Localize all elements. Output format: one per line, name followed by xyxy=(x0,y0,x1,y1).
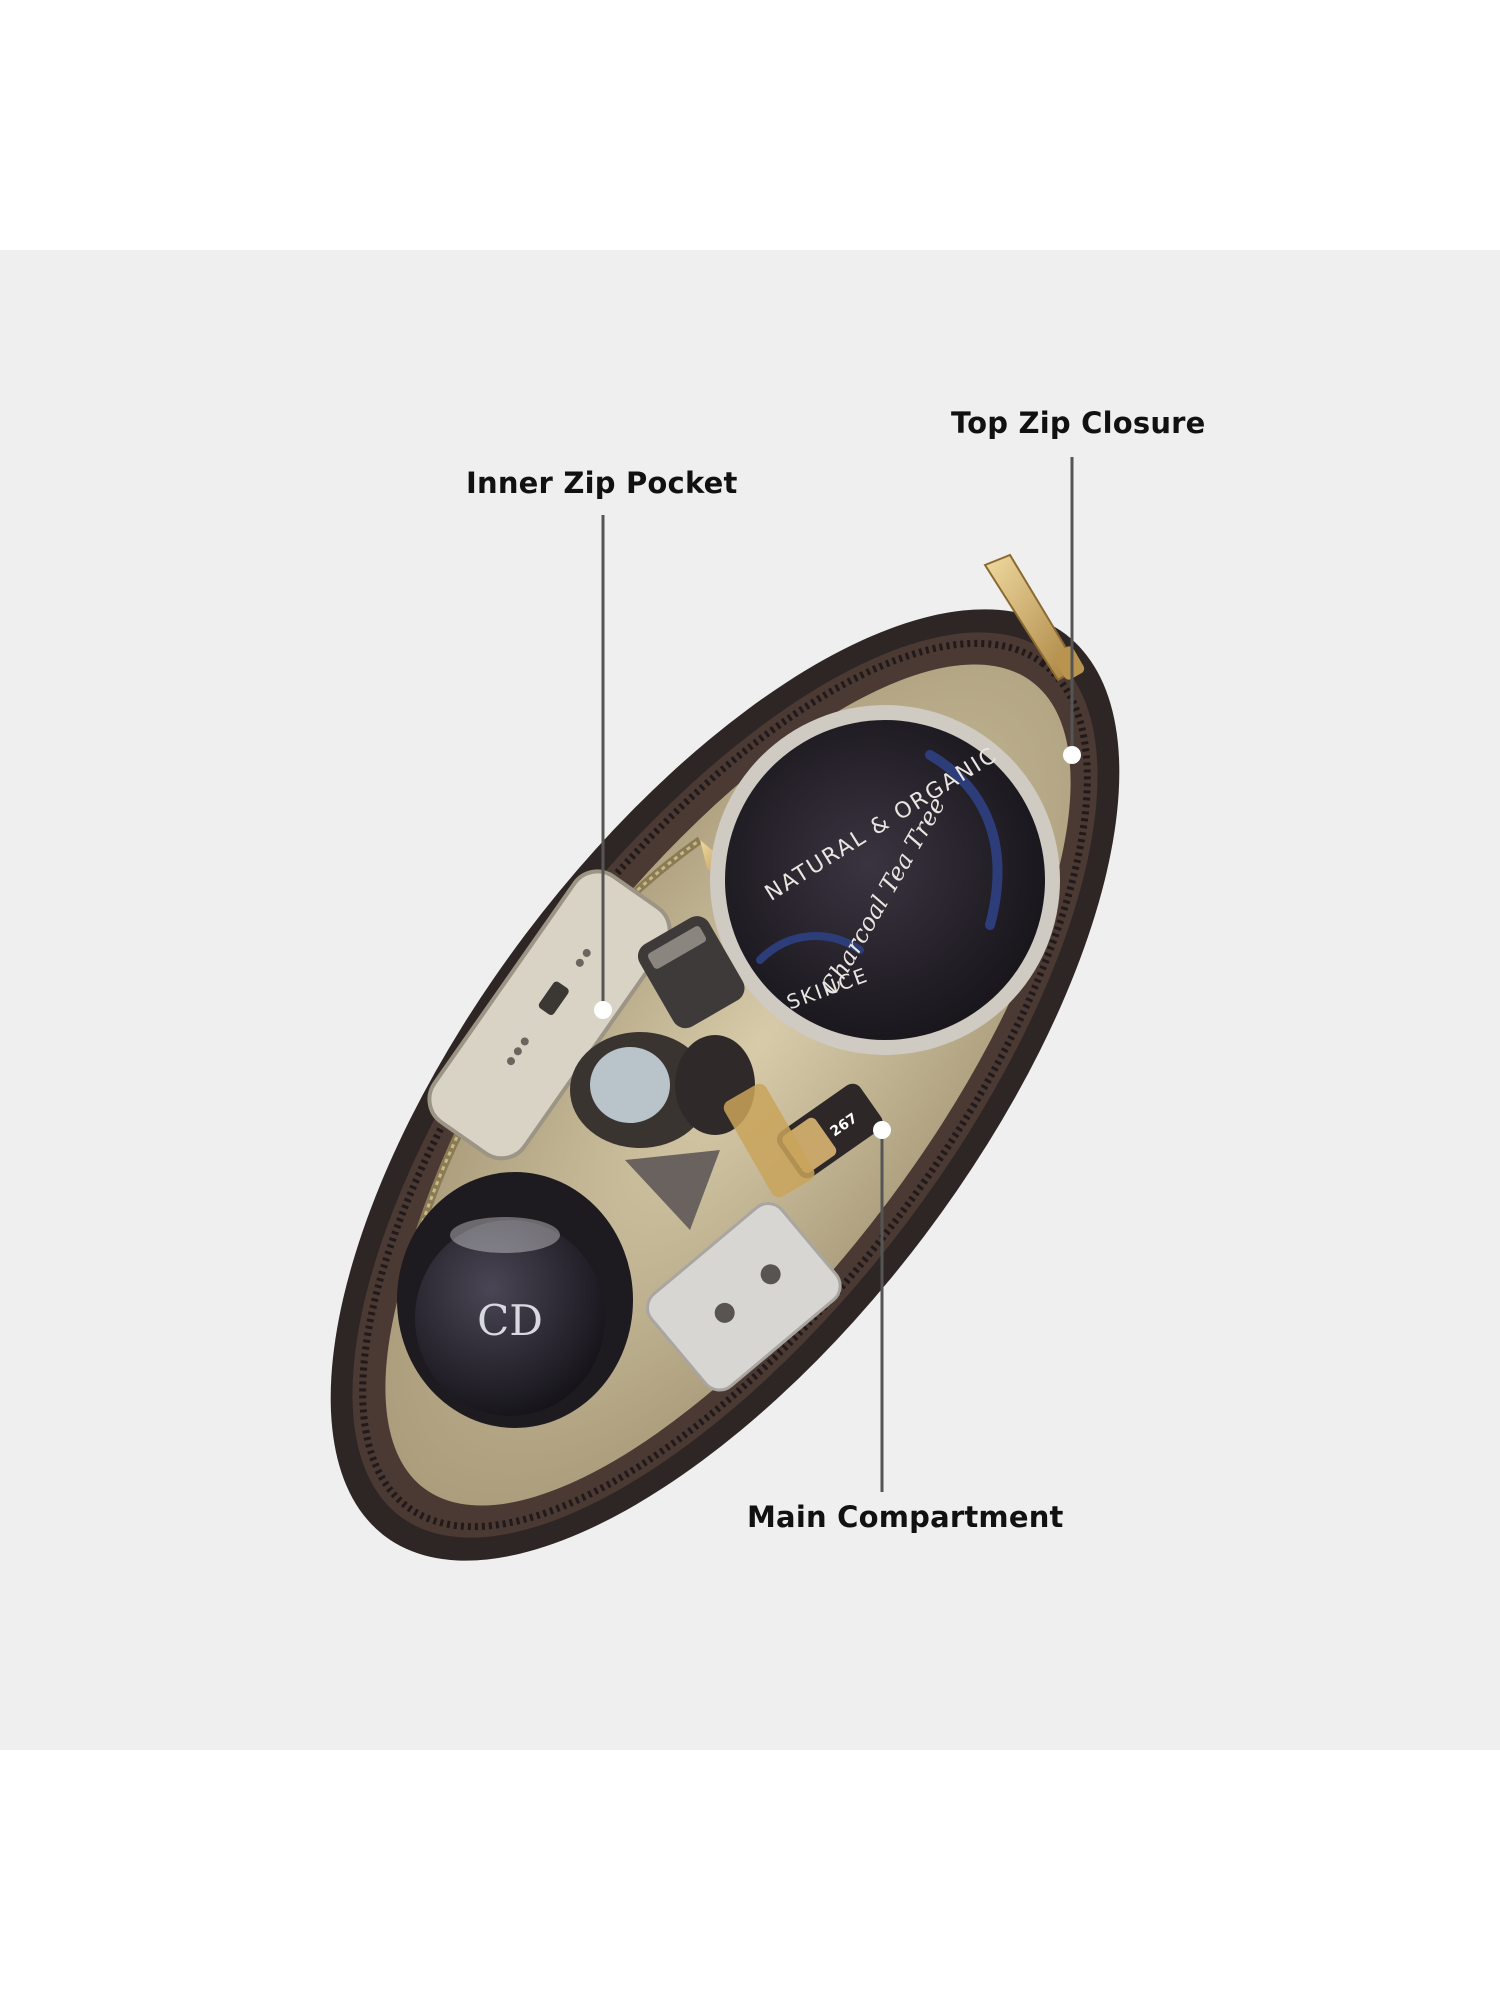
callout-top-zip-closure xyxy=(1063,457,1081,764)
round-jar-lid xyxy=(590,1047,670,1123)
callout-main-compartment xyxy=(873,1121,891,1492)
compact: CD xyxy=(397,1172,633,1428)
compact-logo: CD xyxy=(477,1296,543,1345)
top-zip-pull xyxy=(983,553,1085,682)
main-compartment-label: Main Compartment xyxy=(747,1500,1064,1534)
small-bottle xyxy=(637,916,745,1029)
makeup-items: 267 xyxy=(570,916,883,1230)
travel-adapter xyxy=(646,1202,842,1392)
triangle-sponge xyxy=(625,1150,720,1230)
callout-inner-zip-pocket xyxy=(594,515,612,1019)
glitter-vial xyxy=(723,1083,815,1198)
inner-zip-pocket-label: Inner Zip Pocket xyxy=(466,466,738,500)
charcoal-tin: NATURAL & ORGANIC Charcoal Tea Tree SKIN… xyxy=(710,705,1060,1055)
top-zip-closure-label: Top Zip Closure xyxy=(951,406,1206,440)
inner-zip-pocket xyxy=(416,836,735,1232)
